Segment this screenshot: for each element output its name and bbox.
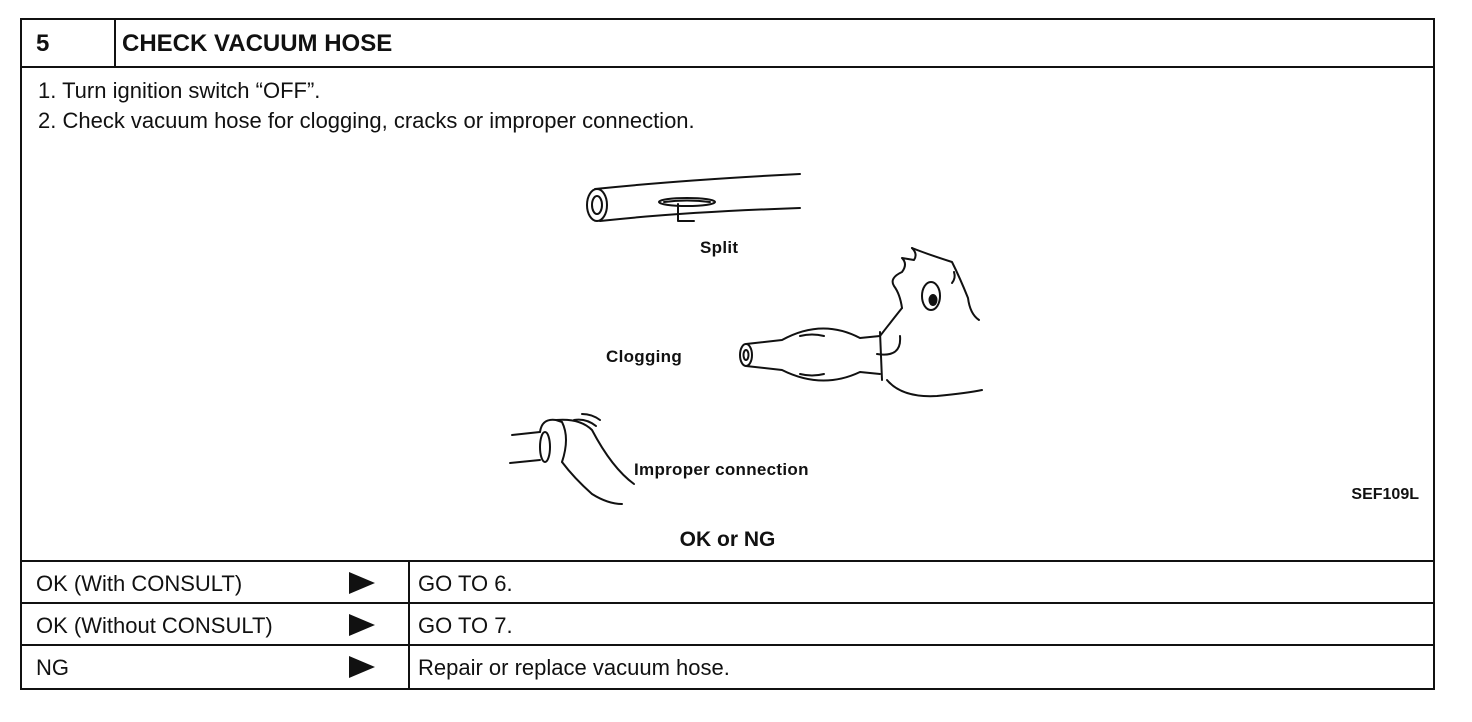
- outcome-condition: OK (Without CONSULT): [36, 613, 273, 638]
- outcome-row: OK (With CONSULT) GO TO 6.: [22, 562, 1433, 604]
- instruction-1: 1. Turn ignition switch “OFF”.: [38, 78, 321, 103]
- split-hose-drawing: [586, 173, 801, 222]
- procedure-step-frame: 5 CHECK VACUUM HOSE 1. Turn ignition swi…: [20, 18, 1435, 690]
- outcome-table: OK (With CONSULT) GO TO 6. OK (Without C…: [22, 560, 1433, 690]
- outcome-action: GO TO 7.: [418, 613, 513, 638]
- outcome-row: NG Repair or replace vacuum hose.: [22, 646, 1433, 690]
- step-number: 5: [36, 30, 50, 57]
- header-divider: [114, 20, 116, 66]
- arrow-right-icon: [349, 656, 375, 678]
- step-header: 5 CHECK VACUUM HOSE: [22, 20, 1433, 68]
- column-divider: [408, 562, 410, 602]
- outcome-action: Repair or replace vacuum hose.: [418, 655, 730, 680]
- column-divider: [408, 604, 410, 644]
- clogging-label: Clogging: [606, 347, 683, 366]
- improper-connection-drawing: [509, 413, 635, 505]
- figure-reference: SEF109L: [1351, 486, 1419, 503]
- split-label: Split: [700, 238, 739, 257]
- outcome-row: OK (Without CONSULT) GO TO 7.: [22, 604, 1433, 646]
- step-title: CHECK VACUUM HOSE: [122, 30, 393, 57]
- result-heading: OK or NG: [679, 528, 776, 551]
- outcome-condition: NG: [36, 655, 69, 680]
- clogging-hose-drawing: [739, 247, 983, 398]
- arrow-right-icon: [349, 572, 375, 594]
- arrow-right-icon: [349, 614, 375, 636]
- instruction-2: 2. Check vacuum hose for clogging, crack…: [38, 108, 695, 133]
- vacuum-hose-illustration: Split Clogging Improper connection: [482, 168, 1002, 518]
- column-divider: [408, 646, 410, 690]
- improper-connection-label: Improper connection: [634, 460, 809, 479]
- outcome-action: GO TO 6.: [418, 571, 513, 596]
- hose-diagram-svg: [509, 173, 983, 505]
- outcome-condition: OK (With CONSULT): [36, 571, 243, 596]
